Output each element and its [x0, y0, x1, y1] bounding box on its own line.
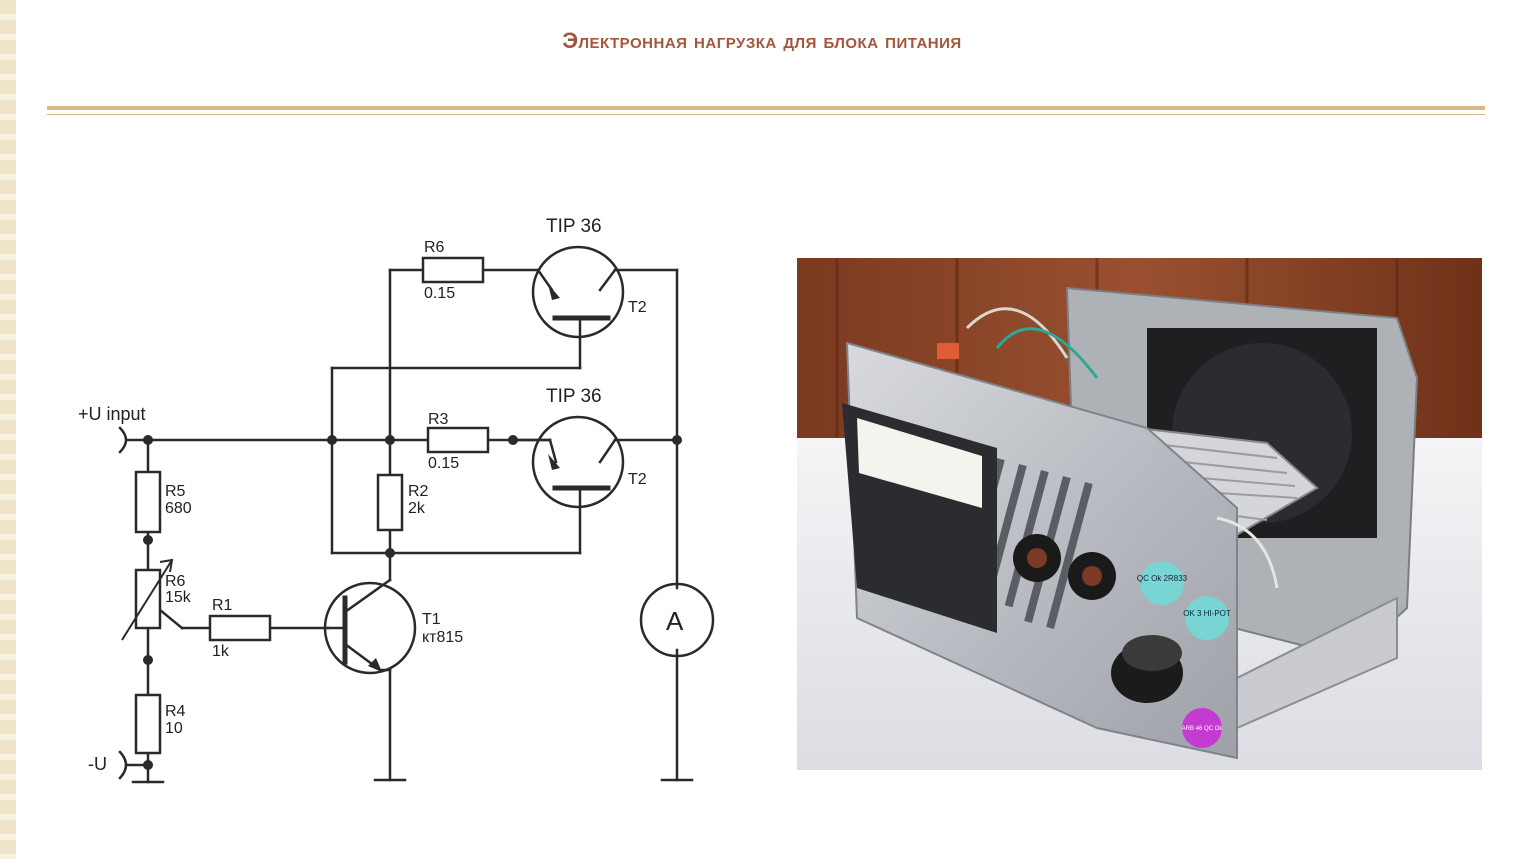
device-photo: QC Ok 2R833 OK 3 HI-POT ARB 46 QC Ok: [797, 258, 1482, 770]
label-t1-model: кт815: [422, 629, 463, 646]
label-r5: R5: [165, 483, 186, 500]
resistor-r4: [134, 693, 162, 755]
resistor-r1: [208, 614, 272, 642]
label-r1: R1: [212, 597, 233, 614]
transistor-t1: [323, 581, 417, 675]
label-u-input: +U input: [78, 404, 146, 424]
value-r6-top: 0.15: [424, 285, 455, 302]
sticker-qc-ok-text: QC Ok 2R833: [1137, 574, 1188, 583]
terminal-minus: [118, 750, 128, 780]
transistor-t2-top: [531, 245, 625, 339]
label-u-minus: -U: [88, 754, 107, 774]
title-divider-thin: [47, 114, 1485, 115]
decorative-left-strip: [0, 0, 16, 859]
value-r4: 10: [165, 720, 183, 737]
potentiometer-r6: [134, 568, 162, 630]
value-r1: 1k: [212, 643, 230, 660]
arrow-t1: [368, 658, 382, 672]
resistor-r2: [376, 473, 404, 532]
arrow-t2-top: [548, 284, 560, 300]
resistor-r5: [134, 470, 162, 534]
value-r5: 680: [165, 500, 192, 517]
label-r3: R3: [428, 411, 449, 428]
sticker-purple: [1182, 708, 1222, 748]
label-r4: R4: [165, 703, 186, 720]
potentiometer-arrow: [121, 559, 173, 641]
terminal-plus: [118, 426, 128, 454]
label-r2: R2: [408, 483, 429, 500]
label-t2-mid-model: TIP 36: [546, 386, 602, 407]
resistor-r6-top: [421, 256, 485, 284]
title-divider-thick: [47, 106, 1485, 110]
circuit-schematic: +U input -U R6 0.15 R3 0.15 R2 2k R5 680…: [78, 216, 715, 784]
arrow-t2-mid: [548, 454, 560, 470]
label-t2-mid: T2: [628, 471, 647, 488]
resistor-r3: [426, 426, 490, 454]
value-r2: 2k: [408, 500, 426, 517]
sticker-qc-ok: [1140, 561, 1184, 605]
label-t1: T1: [422, 611, 441, 628]
label-r6-top: R6: [424, 239, 445, 256]
value-r6-pot: 15k: [165, 589, 192, 606]
sticker-hipot: [1185, 596, 1229, 640]
label-ammeter: A: [666, 606, 684, 636]
label-t2-top-model: TIP 36: [546, 216, 602, 237]
ammeter: [639, 582, 715, 658]
transistor-t2-mid: [531, 415, 625, 509]
label-r6-pot: R6: [165, 573, 186, 590]
sticker-purple-text: ARB 46 QC Ok: [1182, 726, 1224, 732]
label-t2-top: T2: [628, 299, 647, 316]
value-r3: 0.15: [428, 455, 459, 472]
sticker-hipot-text: OK 3 HI-POT: [1183, 609, 1231, 618]
slide-title: Электронная нагрузка для блока питания: [562, 28, 962, 53]
